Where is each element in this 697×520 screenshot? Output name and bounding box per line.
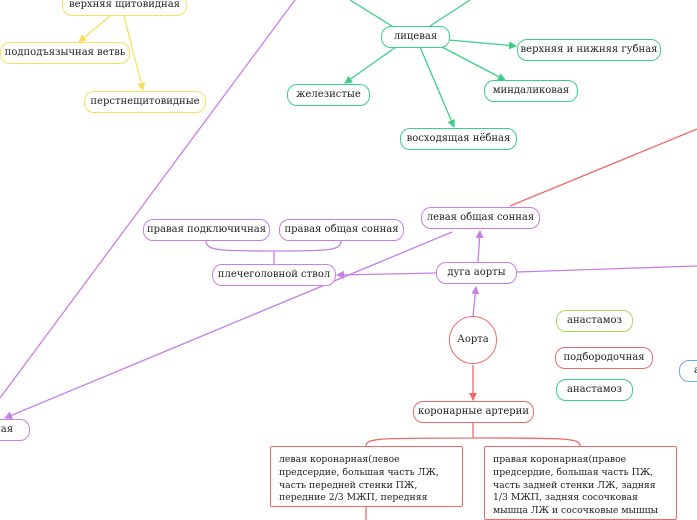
node-verkhnyaya-shchitovidnaya[interactable]: верхняя щитовидная: [62, 0, 187, 16]
edge-duga-sonnaya: [475, 230, 484, 263]
node-koronarnye-arterii[interactable]: коронарные артерии: [413, 401, 534, 423]
bracket-koronarnye: [365, 423, 581, 447]
edge-litsevaya-zhelezistye: [344, 46, 397, 84]
edge-shchitovidnaya-perstneshchitovidnye: [123, 15, 146, 91]
node-right-edge-partial[interactable]: а: [679, 360, 697, 382]
node-podpodyazychnaya[interactable]: подподъязычная ветвь: [0, 42, 130, 64]
node-verkhnyaya-nizhnyaya-gubnaya[interactable]: верхняя и нижняя губная: [517, 39, 661, 61]
node-podborodochnaya[interactable]: подбородочная: [555, 347, 653, 369]
edge-litsevaya-upper-right: [429, 0, 471, 27]
edge-litsevaya-mindalikovaya: [441, 46, 506, 81]
edge-purple-long-diagonal: [0, 0, 296, 399]
node-perstneshchitovidnye[interactable]: перстнещитовидные: [84, 91, 206, 113]
node-mindalikovaya[interactable]: миндаликовая: [484, 80, 578, 102]
node-zhelezistye[interactable]: железистые: [287, 84, 370, 106]
node-litsevaya[interactable]: лицевая: [381, 26, 450, 48]
node-pravaya-koronarnaya[interactable]: правая коронарная(правое предсердие, бол…: [484, 446, 677, 520]
bracket-plechegolovnoy: [205, 240, 342, 264]
node-plechegolovnoy-stvol[interactable]: плечеголовной ствол: [212, 264, 336, 286]
edge-duga-plechegolovnoy: [336, 270, 437, 279]
node-pravaya-podklyuchichnaya[interactable]: правая подключичная: [143, 219, 270, 241]
edge-shchitovidnaya-podpodyazychnaya: [78, 15, 111, 43]
node-voskhodyashchaya-nebnaya[interactable]: восходящая нёбная: [400, 128, 517, 150]
edge-aorta-duga: [471, 286, 480, 317]
node-pravaya-obshchaya-sonnaya[interactable]: правая общая сонная: [279, 219, 404, 241]
node-left-edge-partial[interactable]: ная: [0, 419, 30, 441]
node-levaya-koronarnaya[interactable]: левая коронарная(левое предсердие, больш…: [270, 446, 463, 507]
node-levaya-obshchaya-sonnaya[interactable]: левая общая сонная: [421, 207, 540, 229]
edge-litsevaya-upper-left: [349, 0, 396, 29]
edge-sonnaya-upper-right: [509, 128, 697, 207]
edge-litsevaya-nebnaya: [419, 46, 455, 128]
edge-sonnaya-left-node: [4, 231, 453, 420]
node-aorta[interactable]: Аорта: [449, 316, 497, 364]
node-anastomoz-1[interactable]: анастамоз: [556, 310, 633, 332]
edge-duga-right: [516, 265, 697, 273]
node-anastomoz-2[interactable]: анастамоз: [556, 379, 633, 401]
node-duga-aorty[interactable]: дуга аорты: [436, 262, 517, 284]
edge-litsevaya-gubnaya: [448, 39, 517, 50]
